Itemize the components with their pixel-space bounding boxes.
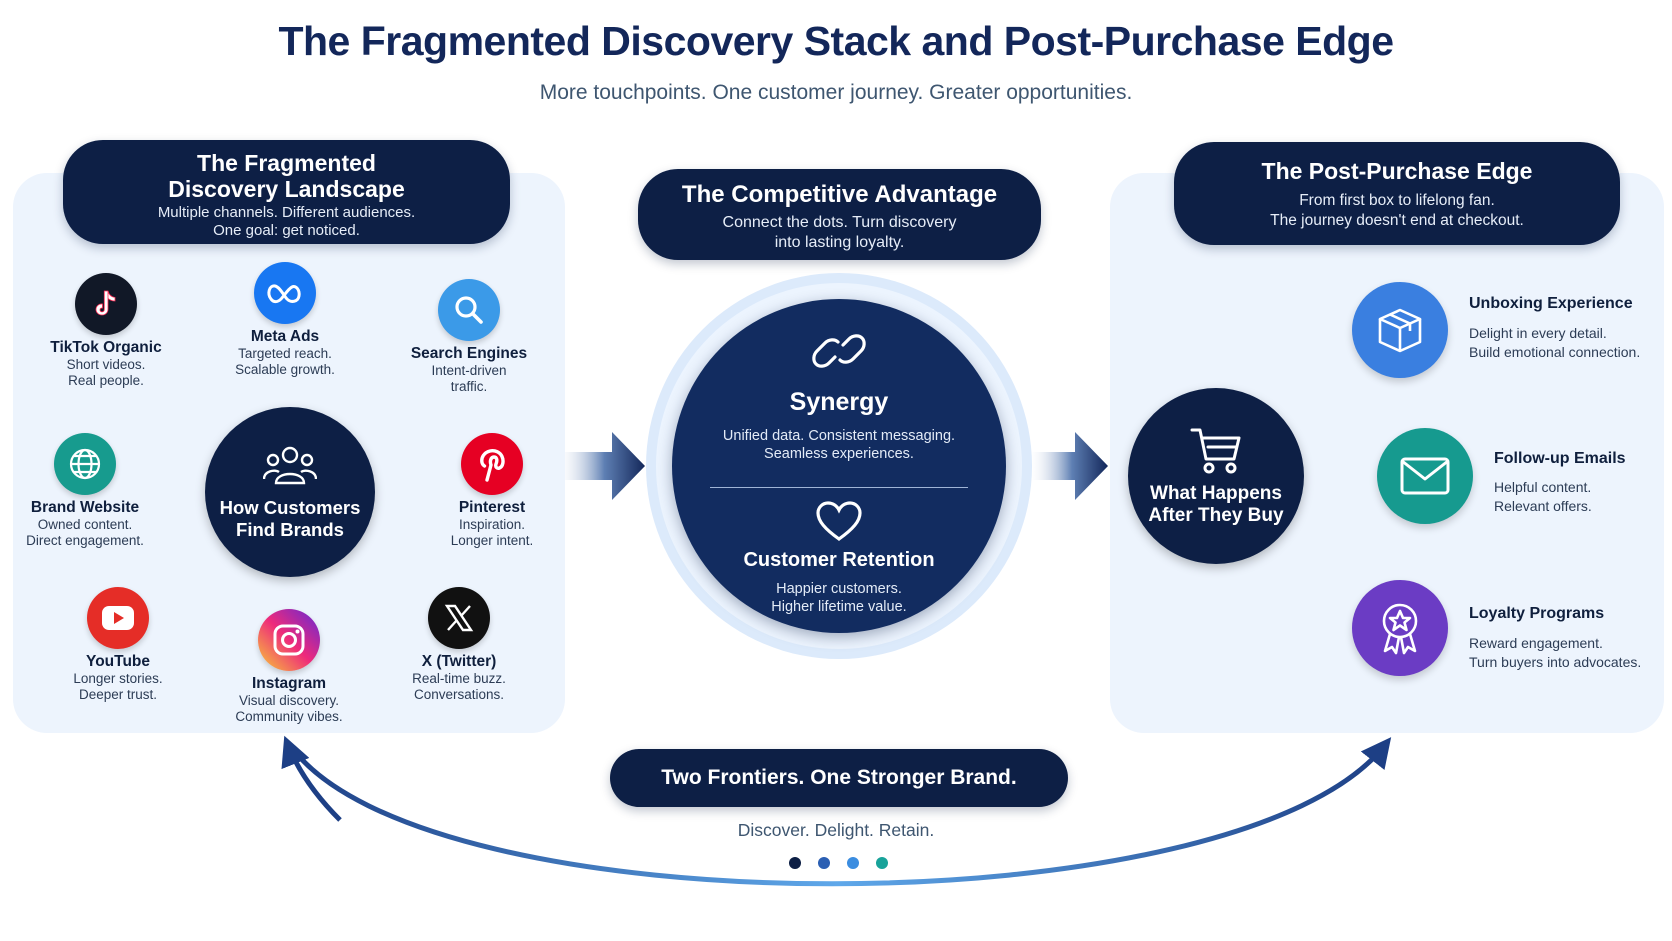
center-header-title: The Competitive Advantage [681,181,998,208]
channel-desc: Intent-driven [431,363,507,378]
divider [710,487,968,488]
left-header-sub-2: One goal: get noticed. [213,222,360,239]
shopping-cart-icon [1190,428,1241,474]
instagram-icon [258,609,320,671]
channel-desc: Deeper trust. [78,687,158,702]
post-item-desc: Reward engagement. [1469,635,1603,651]
envelope-icon [1377,428,1473,524]
flow-arrow-left [555,432,645,500]
channel-desc: Short videos. [66,357,146,372]
left-header-title-1: The Fragmented [197,150,376,176]
post-purchase-hub: What Happens After They Buy [1128,388,1304,564]
right-header-sub-1: From first box to lifelong fan. [1299,192,1495,209]
channel-name: Instagram [251,675,327,692]
dot-4 [876,857,888,869]
globe-icon [54,433,116,495]
flow-arrow-right [1028,432,1108,500]
youtube-icon [87,587,149,649]
link-chain-icon [812,334,866,368]
synergy-desc-2: Seamless experiences. [764,446,914,462]
meta-infinity-icon [254,262,316,324]
channel-x-twitter: X (Twitter) Real-time buzz. Conversation… [374,587,544,703]
center-header: The Competitive Advantage Connect the do… [638,169,1041,260]
x-logo-icon [428,587,490,649]
post-item-desc: Turn buyers into advocates. [1469,654,1642,670]
page-title: The Fragmented Discovery Stack and Post-… [278,18,1394,64]
tiktok-icon [75,273,137,335]
post-item-desc: Build emotional connection. [1469,344,1641,360]
channel-desc: Scalable growth. [235,362,335,377]
synergy-desc-1: Unified data. Consistent messaging. [722,428,956,444]
channel-tiktok: TikTok Organic Short videos. Real people… [21,273,191,389]
retention-desc-1: Happier customers. [776,581,902,597]
left-header-title-2: Discovery Landscape [168,176,405,202]
channel-desc: Targeted reach. [238,346,332,361]
post-item-name: Loyalty Programs [1469,605,1605,622]
dot-2 [818,857,830,869]
journey-arc [287,737,1392,887]
channel-pinterest: Pinterest Inspiration. Longer intent. [407,433,577,549]
discovery-hub: How Customers Find Brands [205,407,375,577]
dot-3 [847,857,859,869]
channel-desc: traffic. [450,379,488,394]
tagline: Discover. Delight. Retain. [737,820,935,840]
dot-1 [789,857,801,869]
magnifier-icon [438,279,500,341]
bottom-banner: Two Frontiers. One Stronger Brand. [610,749,1068,807]
synergy-title: Synergy [789,388,889,416]
channel-desc: Community vibes. [235,709,343,724]
right-header-sub-2: The journey doesn't end at checkout. [1270,212,1524,229]
left-header-sub-1: Multiple channels. Different audiences. [157,204,416,221]
channel-youtube: YouTube Longer stories. Deeper trust. [33,587,203,703]
channel-desc: Visual discovery. [238,693,340,708]
channel-desc: Conversations. [413,687,505,702]
channel-name: YouTube [86,653,150,670]
retention-title: Customer Retention [743,549,935,571]
discovery-hub-label-2: Find Brands [236,519,344,540]
channel-name: TikTok Organic [50,339,162,356]
channel-search-engines: Search Engines Intent-driven traffic. [384,279,554,395]
post-item-name: Follow-up Emails [1494,450,1626,467]
right-header-title: The Post-Purchase Edge [1261,158,1533,184]
right-header: The Post-Purchase Edge From first box to… [1174,142,1620,245]
advantage-circle: Synergy Unified data. Consistent messagi… [672,299,1006,633]
post-item-name: Unboxing Experience [1469,295,1633,312]
post-item-desc: Relevant offers. [1494,498,1592,514]
people-group-icon [263,446,317,485]
channel-desc: Real-time buzz. [412,671,506,686]
box-icon [1352,282,1448,378]
channel-name: Brand Website [30,499,140,516]
pinterest-icon [461,433,523,495]
retention-desc-2: Higher lifetime value. [771,599,907,615]
post-hub-label-2: After They Buy [1148,505,1284,526]
channel-brand-website: Brand Website Owned content. Direct enga… [0,433,170,549]
channel-desc: Inspiration. [458,517,526,532]
center-header-sub-1: Connect the dots. Turn discovery [722,214,957,231]
left-header: The Fragmented Discovery Landscape Multi… [63,140,510,244]
channel-name: Meta Ads [250,328,320,345]
channel-desc: Real people. [68,373,144,388]
channel-name: Search Engines [410,345,528,362]
channel-desc: Longer intent. [450,533,534,548]
bottom-banner-text: Two Frontiers. One Stronger Brand. [661,766,1017,789]
discovery-hub-label-1: How Customers [219,497,361,518]
channel-name: Pinterest [458,499,526,516]
channel-meta-ads: Meta Ads Targeted reach. Scalable growth… [200,262,370,378]
center-header-sub-2: into lasting loyalty. [774,234,905,251]
page-subtitle: More touchpoints. One customer journey. … [539,81,1133,104]
channel-name: X (Twitter) [421,653,497,670]
channel-desc: Direct engagement. [26,533,144,548]
post-hub-label-1: What Happens [1150,483,1282,504]
heart-icon [816,501,862,541]
channel-desc: Longer stories. [73,671,163,686]
post-item-desc: Helpful content. [1494,479,1592,495]
post-item-desc: Delight in every detail. [1469,325,1607,341]
award-ribbon-icon [1352,580,1448,676]
channel-instagram: Instagram Visual discovery. Community vi… [204,609,374,725]
channel-desc: Owned content. [37,517,133,532]
